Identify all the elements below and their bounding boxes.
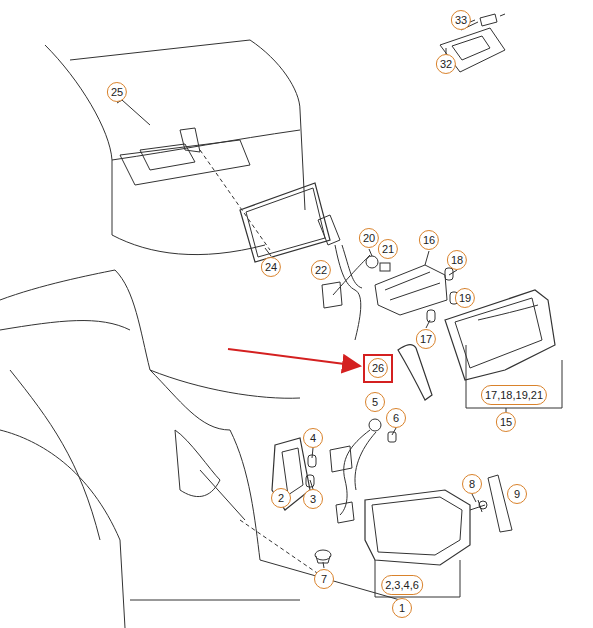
callout-number: 24 bbox=[261, 257, 281, 277]
callout-number: 8 bbox=[462, 474, 482, 494]
callout-number: 19 bbox=[455, 288, 475, 308]
callout-number: 4 bbox=[303, 428, 323, 448]
callout-number: 1 bbox=[392, 598, 412, 618]
callout-number: 26 bbox=[368, 358, 388, 378]
callout-number: 17,18,19,21 bbox=[481, 385, 547, 405]
callout-number: 2,3,4,6 bbox=[381, 575, 423, 595]
callout-number: 17 bbox=[416, 329, 436, 349]
callout-number: 3 bbox=[303, 489, 323, 509]
callout-number: 25 bbox=[107, 82, 127, 102]
callout-number: 7 bbox=[314, 569, 334, 589]
callout-number: 20 bbox=[359, 228, 379, 248]
callout-number: 16 bbox=[419, 230, 439, 250]
callout-number: 32 bbox=[436, 54, 456, 74]
callout-number: 15 bbox=[496, 412, 516, 432]
callout-number: 18 bbox=[447, 250, 467, 270]
callout-number: 5 bbox=[365, 392, 385, 412]
callout-number: 22 bbox=[311, 260, 331, 280]
callout-number: 21 bbox=[378, 239, 398, 259]
callout-number: 6 bbox=[386, 408, 406, 428]
callout-number: 9 bbox=[507, 484, 527, 504]
callout-number: 2 bbox=[271, 488, 291, 508]
